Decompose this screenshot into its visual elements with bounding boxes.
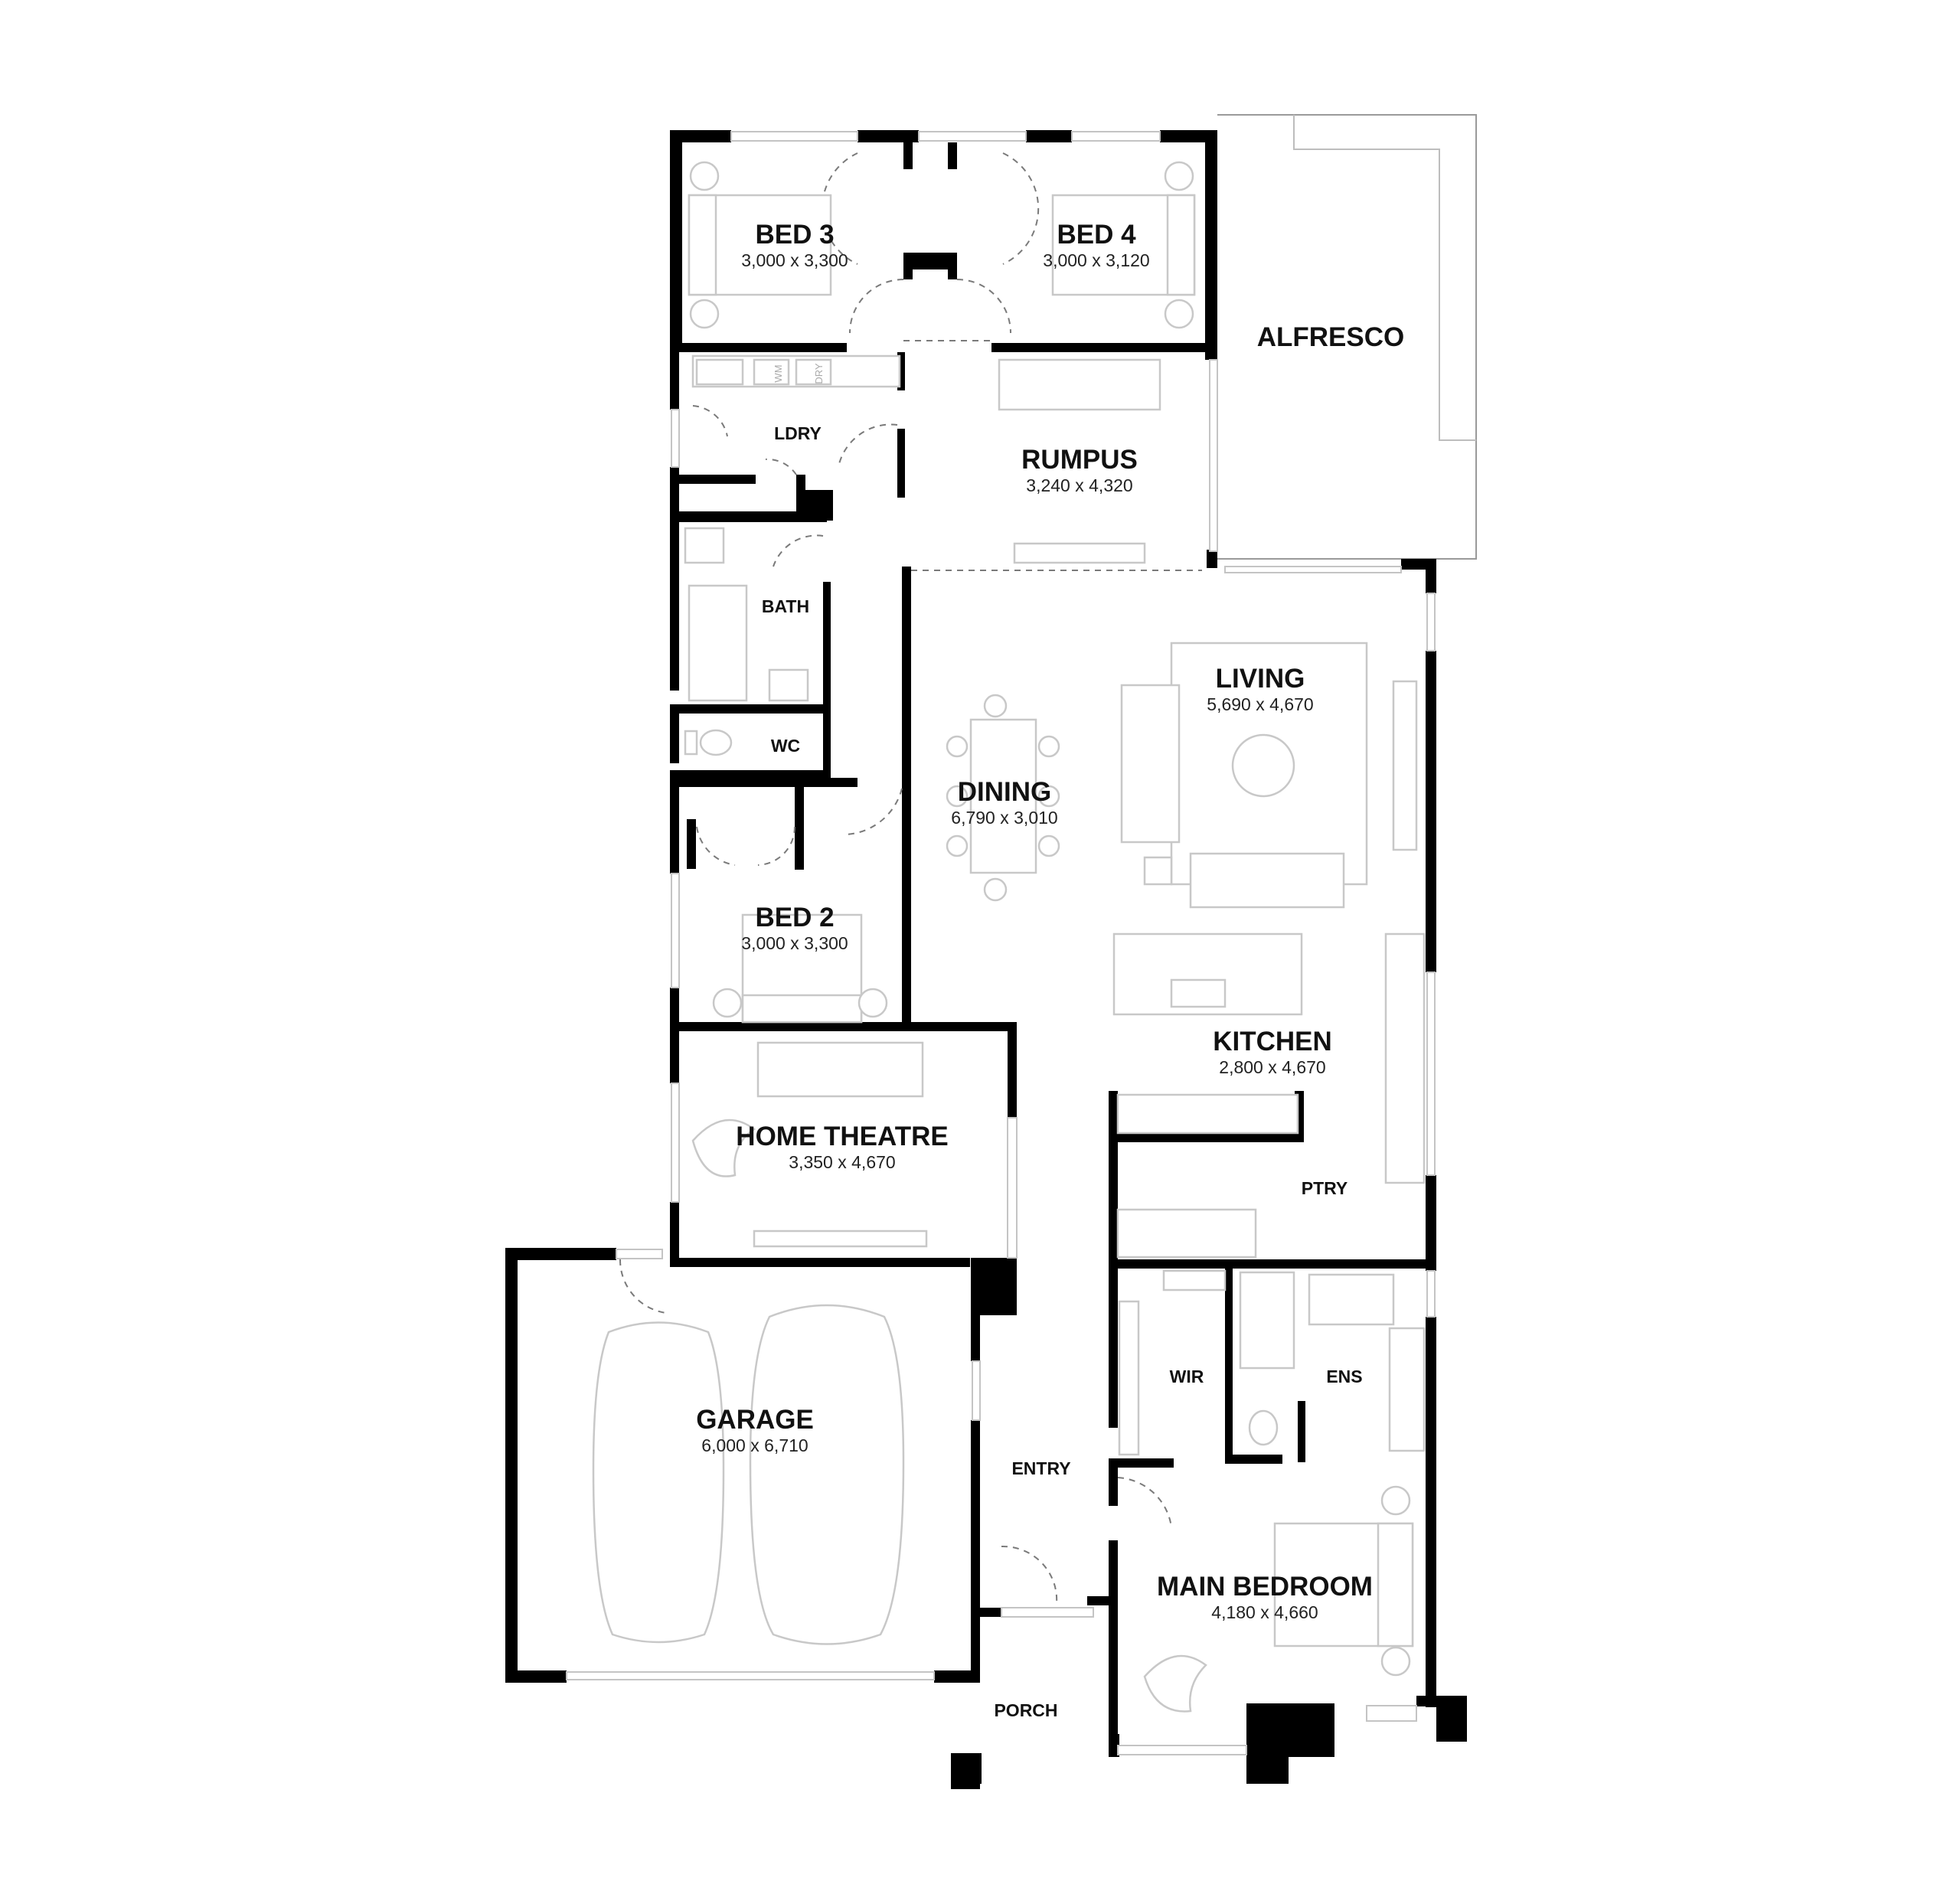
kitchen-name: KITCHEN <box>1213 1027 1332 1056</box>
wir-name: WIR <box>1170 1367 1204 1386</box>
bath-name: BATH <box>762 596 809 616</box>
ldry-name: LDRY <box>774 423 822 443</box>
main-bedroom-dims: 4,180 x 4,660 <box>1211 1602 1318 1622</box>
alfresco-outline <box>1217 114 1477 560</box>
garage-dims: 6,000 x 6,710 <box>701 1435 808 1455</box>
rumpus-dims: 3,240 x 4,320 <box>1026 475 1132 495</box>
ens-name: ENS <box>1326 1367 1362 1386</box>
bed4-name: BED 4 <box>1057 220 1136 250</box>
porch-name: PORCH <box>994 1700 1057 1720</box>
entry-name: ENTRY <box>1011 1458 1070 1478</box>
ptry-name: PTRY <box>1302 1178 1348 1198</box>
furniture: WM DRY <box>592 161 1426 1713</box>
wc-name: WC <box>771 736 800 756</box>
dining-name: DINING <box>958 777 1052 807</box>
rumpus-name: RUMPUS <box>1021 445 1138 475</box>
room-labels: BED 3 3,000 x 3,300 BED 4 3,000 x 3,120 … <box>696 220 1404 1720</box>
living-dims: 5,690 x 4,670 <box>1207 694 1313 714</box>
home-theatre-name: HOME THEATRE <box>736 1122 948 1151</box>
bed3-name: BED 3 <box>755 220 834 250</box>
porch-piers <box>951 1757 980 1789</box>
svg-text:WM: WM <box>773 364 784 382</box>
dining-dims: 6,790 x 3,010 <box>951 808 1057 828</box>
bed3-dims: 3,000 x 3,300 <box>741 250 848 270</box>
main-bedroom-name: MAIN BEDROOM <box>1157 1572 1373 1602</box>
windows <box>566 131 1436 1755</box>
kitchen-dims: 2,800 x 4,670 <box>1219 1057 1325 1077</box>
alfresco-name: ALFRESCO <box>1257 322 1405 352</box>
living-name: LIVING <box>1216 664 1305 694</box>
garage-name: GARAGE <box>696 1405 814 1435</box>
bed2-name: BED 2 <box>755 903 834 932</box>
bed2-dims: 3,000 x 3,300 <box>741 933 848 953</box>
home-theatre-dims: 3,350 x 4,670 <box>789 1152 895 1172</box>
bed4-dims: 3,000 x 3,120 <box>1043 250 1149 270</box>
svg-text:DRY: DRY <box>813 363 825 384</box>
